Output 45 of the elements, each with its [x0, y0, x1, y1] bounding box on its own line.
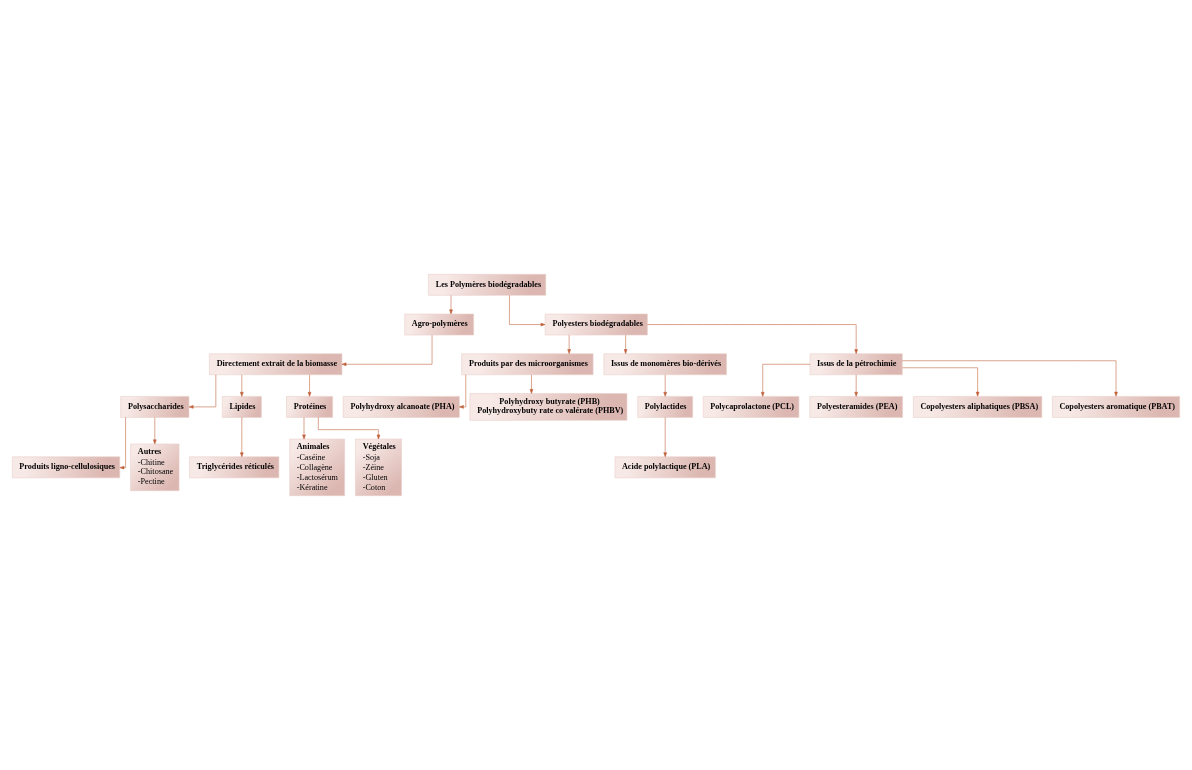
node-box: Issus de la pétrochimie	[809, 353, 903, 376]
arrow	[567, 334, 571, 354]
arrow	[318, 417, 381, 440]
node-box: Copolyesters aromatique (PBAT)	[1052, 396, 1180, 418]
arrow	[854, 374, 858, 397]
node-box: Polycaprolactone (PCL)	[702, 396, 800, 418]
node-box: Polyhydroxy butyrate (PHB) Polyhydroxybuty rate co valérate (PHBV)	[469, 393, 628, 421]
arrow	[509, 295, 546, 327]
node-box: Lipides	[221, 396, 262, 418]
arrow	[902, 360, 1118, 397]
node-box: Animales -Caséine -Collagène -Lactosérum -Kératine	[289, 438, 345, 496]
arrow	[663, 417, 667, 458]
arrow	[902, 367, 980, 397]
arrow	[761, 363, 811, 397]
node-box: Polysaccharides	[120, 396, 190, 418]
arrow	[153, 417, 157, 445]
node-box: Produits ligno-cellulosiques	[12, 456, 121, 479]
node-box: Protéines	[286, 396, 333, 418]
node-box: Copolyesters aliphatiques (PBSA)	[913, 396, 1043, 418]
arrow	[623, 334, 628, 354]
node-box: Polyesters biodégradables	[544, 313, 648, 336]
arrow	[240, 374, 244, 397]
node-box: Issus de monomères bio-dérivés	[603, 353, 727, 376]
arrow	[307, 374, 312, 397]
node-box: Les Polymères biodégradables	[428, 274, 547, 296]
arrow	[119, 417, 126, 470]
node-box: Autres -Chitine -Chitosane -Pectine	[130, 443, 180, 491]
arrow	[663, 374, 667, 397]
node-box: Polyesteramides (PEA)	[809, 396, 903, 418]
arrow	[529, 374, 534, 394]
node-box: Directement extrait de la biomasse	[209, 353, 343, 376]
node-box: Agro-polymères	[404, 313, 474, 336]
arrow	[459, 374, 467, 409]
arrow	[188, 374, 217, 409]
node-box: Acide polylactique (PLA)	[614, 456, 716, 479]
arrow	[240, 417, 244, 458]
node-box: Polylactides	[637, 396, 693, 418]
node-box: Triglycérides réticulés	[189, 456, 280, 479]
node-box: Polyhydroxy alcanoate (PHA)	[342, 396, 460, 418]
arrow	[341, 334, 433, 366]
arrow	[647, 324, 858, 354]
arrow	[302, 417, 306, 440]
node-box: Produits par des microorganismes	[461, 353, 594, 376]
node-box: Végétales -Soja -Zéine -Gluten -Coton	[355, 438, 402, 496]
arrow	[449, 295, 453, 315]
